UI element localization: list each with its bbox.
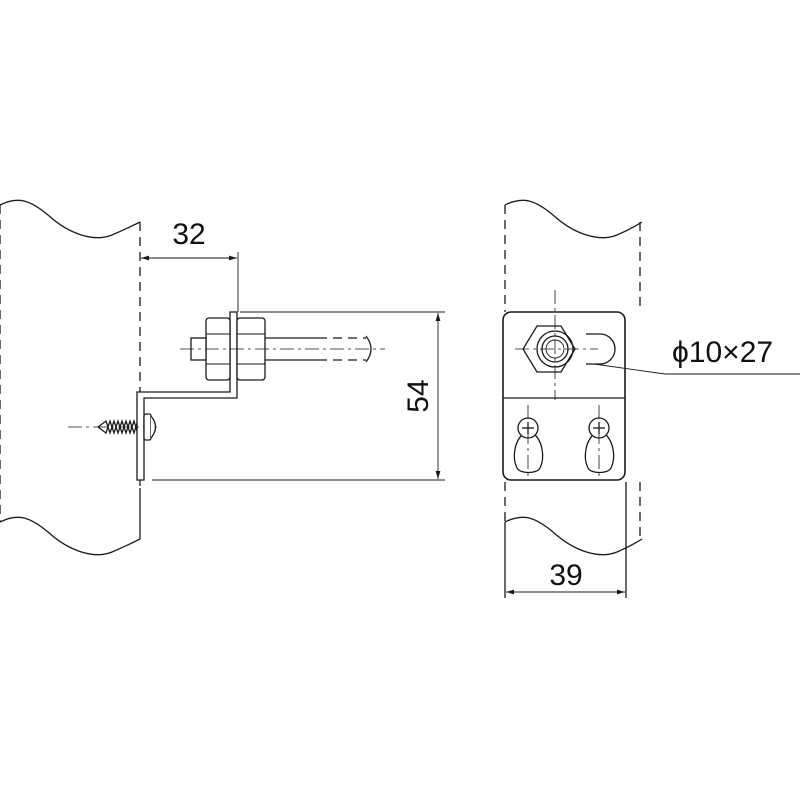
bolt-and-nuts	[180, 317, 385, 381]
bolt-front	[515, 290, 616, 400]
dimension-54: 54	[152, 311, 445, 481]
keyhole-slot-left	[513, 405, 544, 480]
dimension-54-label: 54	[402, 379, 435, 412]
keyhole-slot-right	[584, 405, 615, 480]
wall-section-side	[0, 199, 141, 556]
dimension-32: 32	[141, 218, 239, 312]
dimension-39: 39	[506, 559, 625, 595]
side-view: 32 54	[0, 199, 445, 556]
dimension-32-label: 32	[172, 218, 205, 251]
z-bracket	[136, 311, 238, 481]
bolt-spec-label: ϕ10×27	[672, 336, 773, 369]
bolt-spec-callout: ϕ10×27	[593, 336, 800, 375]
wall-section-front	[504, 199, 643, 598]
dimension-39-label: 39	[549, 559, 582, 592]
wood-screw	[68, 413, 160, 441]
front-view: ϕ10×27 39	[502, 199, 800, 598]
